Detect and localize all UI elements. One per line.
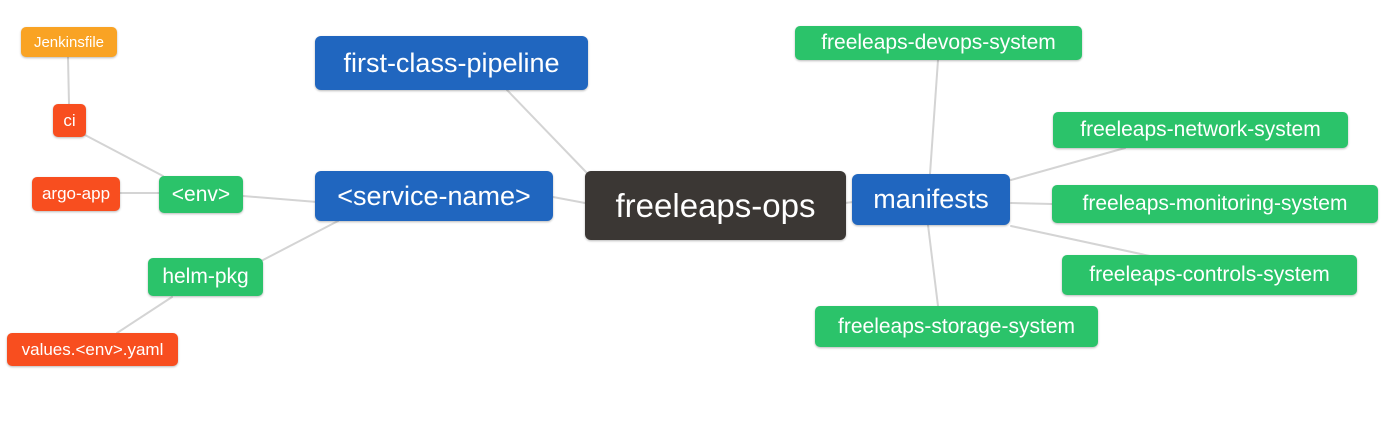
edge-jenkinsfile-ci bbox=[67, 56, 70, 105]
node-freeleaps-network-system[interactable]: freeleaps-network-system bbox=[1053, 112, 1348, 148]
edge-ci-env bbox=[84, 134, 164, 177]
node-freeleaps-controls-system[interactable]: freeleaps-controls-system bbox=[1062, 255, 1357, 295]
node-helm-pkg[interactable]: helm-pkg bbox=[148, 258, 263, 296]
node-manifests[interactable]: manifests bbox=[852, 174, 1010, 225]
edge-helm-service bbox=[262, 220, 339, 261]
edge-manifests-devops bbox=[929, 59, 939, 175]
edge-values-helm bbox=[116, 296, 173, 334]
node-freeleaps-storage-system[interactable]: freeleaps-storage-system bbox=[815, 306, 1098, 347]
node-jenkinsfile[interactable]: Jenkinsfile bbox=[21, 27, 117, 57]
node-ci[interactable]: ci bbox=[53, 104, 86, 137]
node-freeleaps-devops-system[interactable]: freeleaps-devops-system bbox=[795, 26, 1082, 60]
edge-manifests-storage bbox=[927, 224, 939, 307]
edge-env-service bbox=[242, 195, 318, 203]
edge-manifests-controls bbox=[1010, 225, 1151, 257]
node-first-class-pipeline[interactable]: first-class-pipeline bbox=[315, 36, 588, 90]
node-values-env-yaml[interactable]: values.<env>.yaml bbox=[7, 333, 178, 366]
node-freeleaps-monitoring-system[interactable]: freeleaps-monitoring-system bbox=[1052, 185, 1378, 223]
edge-service-root bbox=[552, 196, 586, 204]
node-argo-app[interactable]: argo-app bbox=[32, 177, 120, 211]
edge-pipeline-root bbox=[506, 89, 587, 173]
node-env[interactable]: <env> bbox=[159, 176, 243, 213]
edge-manifests-monitoring bbox=[1010, 202, 1053, 205]
edge-manifests-network bbox=[1010, 147, 1126, 181]
node-service-name[interactable]: <service-name> bbox=[315, 171, 553, 221]
node-freeleaps-ops-root[interactable]: freeleaps-ops bbox=[585, 171, 846, 240]
